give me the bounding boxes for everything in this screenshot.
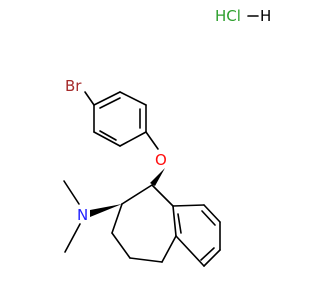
ring-bond: [111, 203, 123, 234]
hcl-salt: HCl H: [215, 7, 271, 25]
aromatic-double-bond: [177, 213, 182, 234]
ring-bond: [119, 131, 147, 147]
ring-bond: [203, 204, 221, 223]
wedge-bond-n: [90, 204, 122, 217]
c-br-bond: [84, 91, 95, 106]
aromatic-double-bond: [201, 210, 216, 226]
ring-bond: [129, 257, 163, 263]
benzo-ring: [172, 204, 221, 267]
molecule-structure: HCl H Br O: [63, 7, 271, 267]
ring-bond: [175, 235, 205, 267]
aromatic-double-bond: [99, 130, 117, 141]
ring-bond: [172, 204, 205, 207]
ring-bond: [93, 91, 121, 106]
hydrogen-label: H: [260, 7, 271, 25]
aromatic-double-bond: [200, 247, 215, 261]
ring-bond: [203, 249, 221, 267]
bromophenyl-ring: [93, 91, 147, 147]
bromine-label: Br: [65, 77, 82, 95]
cycloheptane-ring: [111, 184, 177, 263]
ring-bond: [111, 232, 131, 259]
nitrogen-label: N: [77, 206, 88, 224]
hcl-label: HCl: [215, 7, 241, 25]
n-methyl-bond: [63, 180, 80, 205]
wedge-bond-o: [150, 168, 165, 186]
n-methyl-bond: [64, 223, 81, 253]
ring-bond: [161, 235, 177, 263]
aromatic-double-bond: [99, 97, 121, 109]
c-o-bond: [145, 131, 159, 150]
ring-bond: [151, 184, 174, 207]
ring-bond: [93, 131, 121, 147]
ring-bond: [172, 205, 177, 237]
oxygen-label: O: [155, 151, 167, 169]
ring-bond: [119, 91, 147, 106]
ring-bond: [121, 184, 153, 205]
